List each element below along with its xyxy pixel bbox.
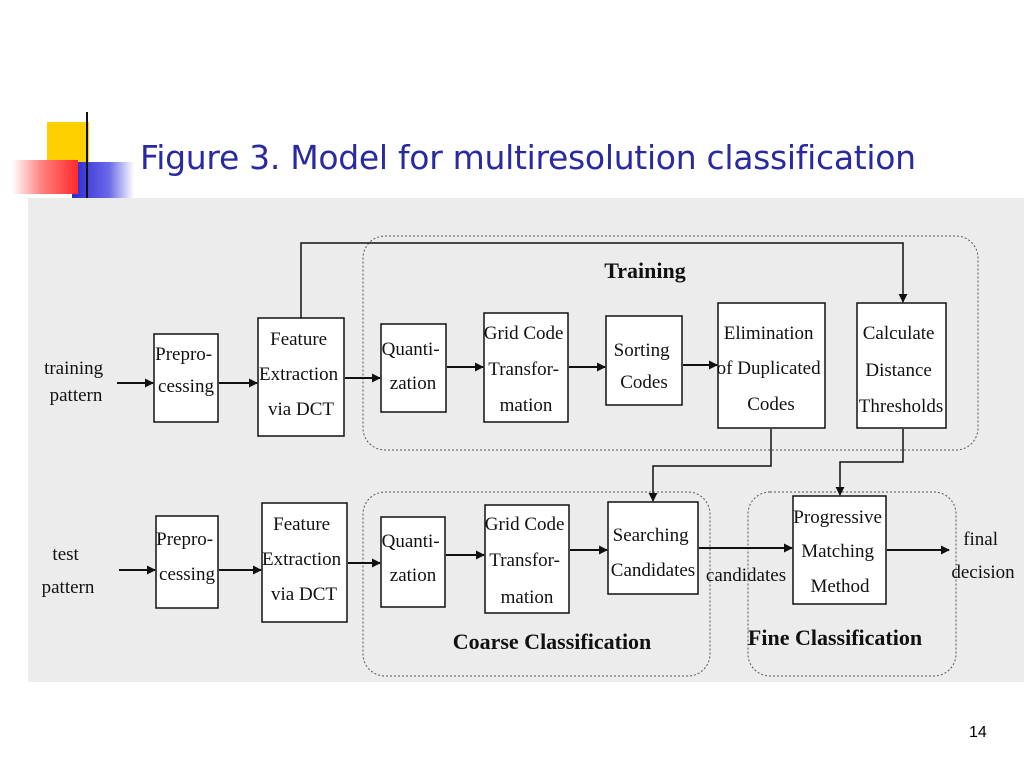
- test-pattern-label: test pattern: [42, 544, 95, 598]
- train-thresholds-label: Calculate Distance Thresholds: [859, 323, 943, 417]
- test-preprocessing-label: Prepro- cessing: [156, 529, 218, 585]
- test-searching-label: Searching Candidates: [611, 525, 695, 581]
- train-thresholds-box: [856, 302, 947, 429]
- train-preprocessing-label: Prepro- cessing: [155, 344, 217, 397]
- accent-vertical-line: [86, 112, 88, 202]
- train-sorting-label: Sorting Codes: [614, 340, 675, 393]
- training-group-frame: [362, 235, 979, 451]
- arrow-elim-to-searching: [648, 429, 772, 502]
- test-feature-extraction-box: [261, 502, 348, 623]
- train-elimination-label: Elimination of Duplicated Codes: [717, 323, 826, 415]
- accent-red-bar: [12, 160, 78, 194]
- accent-blue-square: [72, 162, 134, 198]
- train-grid-code-box: [483, 312, 569, 423]
- test-quantization-box: [380, 516, 446, 608]
- candidates-edge-label: candidates: [706, 565, 786, 586]
- test-matching-label: Progressive Matching Method: [793, 507, 886, 597]
- train-quantization-label: Quanti- zation: [382, 339, 445, 394]
- test-searching-box: [607, 501, 699, 595]
- test-preprocessing-box: [155, 515, 219, 609]
- coarse-group-title: Coarse Classification: [453, 629, 652, 654]
- training-pattern-label: training pattern: [44, 358, 108, 406]
- train-sorting-box: [605, 315, 683, 406]
- arrow-feature-to-thresholds: [300, 242, 908, 318]
- final-decision-label: final decision: [951, 529, 1015, 583]
- slide-title: Figure 3. Model for multiresolution clas…: [140, 138, 916, 177]
- test-matching-box: [792, 495, 887, 605]
- test-quantization-label: Quanti- zation: [382, 531, 445, 586]
- fine-group-title: Fine Classification: [748, 625, 922, 650]
- test-grid-code-box: [484, 504, 570, 614]
- test-grid-code-label: Grid Code Transfor- mation: [485, 514, 569, 608]
- train-feature-extraction-box: [257, 317, 345, 437]
- train-elimination-box: [717, 302, 826, 429]
- fine-group-frame: [747, 491, 957, 677]
- train-quantization-box: [380, 323, 447, 413]
- training-group-title: Training: [604, 258, 686, 283]
- train-grid-code-label: Grid Code Transfor- mation: [484, 323, 568, 416]
- accent-yellow-square: [47, 122, 89, 166]
- train-preprocessing-box: [153, 333, 219, 423]
- arrow-thresholds-to-matching: [835, 429, 904, 496]
- train-feature-extraction-label: Feature Extraction via DCT: [259, 329, 343, 420]
- page-number: 14: [969, 724, 987, 741]
- test-feature-extraction-label: Feature Extraction via DCT: [262, 514, 346, 605]
